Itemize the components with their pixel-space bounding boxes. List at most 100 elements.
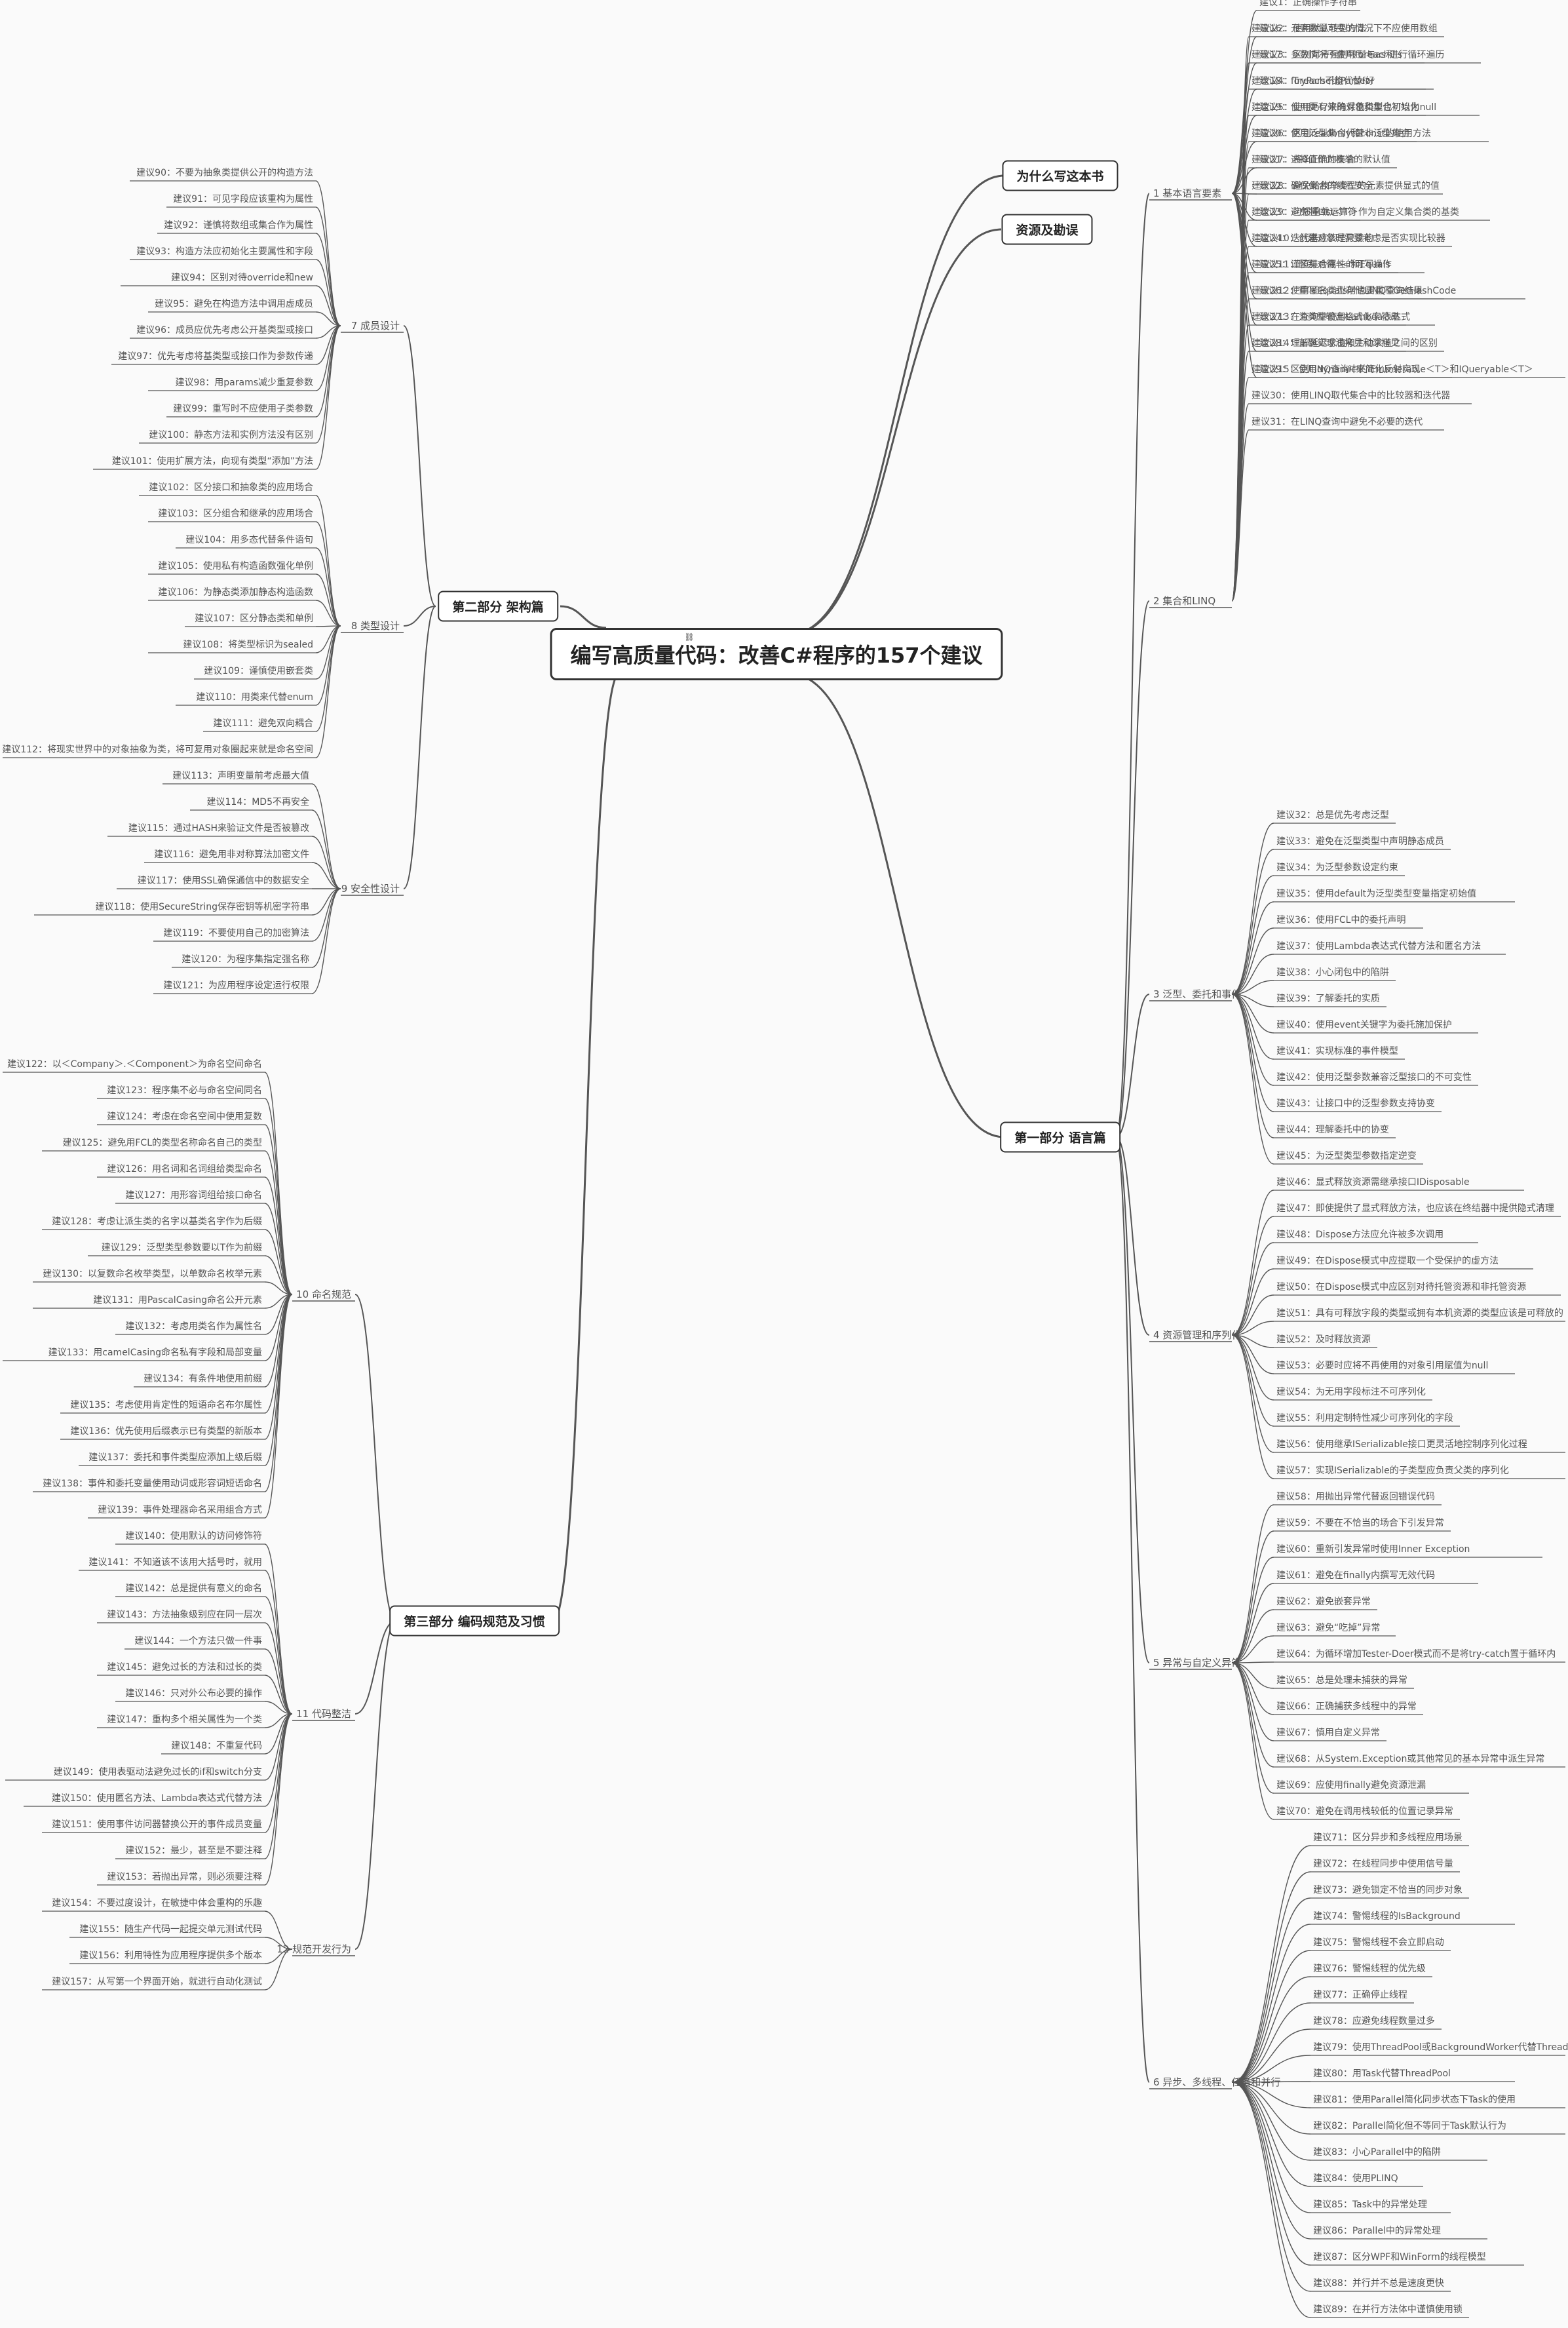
part-language[interactable]: 第一部分 语言篇 (1000, 1121, 1120, 1153)
advice-item[interactable]: 建议48：Dispose方法应允许被多次调用 (1276, 1230, 1444, 1240)
advice-item[interactable]: 建议30：使用LINQ取代集合中的比较器和迭代器 (1252, 391, 1451, 401)
topic-resources-errata[interactable]: 资源及勘误 (1001, 214, 1093, 245)
advice-item[interactable]: 建议9：习惯重载运算符 (1259, 207, 1357, 218)
advice-item[interactable]: 建议17：多数情况下使用foreach进行循环遍历 (1252, 50, 1445, 60)
advice-item[interactable]: 建议67：慎用自定义异常 (1276, 1728, 1380, 1738)
advice-item[interactable]: 建议147：重构多个相关属性为一个类 (107, 1715, 262, 1725)
chapter-topic[interactable]: 8 类型设计 (351, 620, 400, 632)
advice-item[interactable]: 建议71：区分异步和多线程应用场景 (1313, 1833, 1463, 1843)
chapter-topic[interactable]: 10 命名规范 (296, 1289, 351, 1300)
advice-item[interactable]: 建议156：利用特性为应用程序提供多个版本 (79, 1950, 262, 1961)
advice-item[interactable]: 建议40：使用event关键字为委托施加保护 (1276, 1020, 1452, 1030)
chapter-topic[interactable]: 2 集合和LINQ (1153, 595, 1216, 607)
advice-item[interactable]: 建议77：正确停止线程 (1313, 1990, 1407, 2000)
chapter-topic[interactable]: 4 资源管理和序列化 (1153, 1329, 1242, 1341)
advice-item[interactable]: 建议88：并行并不总是速度更快 (1313, 2278, 1444, 2289)
advice-item[interactable]: 建议36：使用FCL中的委托声明 (1276, 915, 1406, 925)
advice-item[interactable]: 建议142：总是提供有意义的命名 (125, 1583, 262, 1594)
advice-item[interactable]: 建议87：区分WPF和WinForm的线程模型 (1313, 2252, 1486, 2262)
advice-item[interactable]: 建议35：使用default为泛型类型变量指定初始值 (1276, 889, 1477, 899)
advice-item[interactable]: 建议155：随生产代码一起提交单元测试代码 (79, 1924, 262, 1935)
advice-item[interactable]: 建议80：用Task代替ThreadPool (1313, 2068, 1451, 2079)
advice-item[interactable]: 建议2：使用默认转型方法 (1259, 24, 1366, 34)
advice-item[interactable]: 建议15：使用dynamic来简化反射实现 (1259, 364, 1421, 375)
advice-item[interactable]: 建议104：用多态代替条件语句 (185, 535, 313, 545)
advice-item[interactable]: 建议107：区分静态类和单例 (195, 613, 313, 624)
advice-item[interactable]: 建议16：元素数量可变的情况下不应使用数组 (1252, 24, 1438, 34)
advice-item[interactable]: 建议12：重写Equals时也要重写GetHashCode (1259, 286, 1457, 296)
advice-item[interactable]: 建议50：在Dispose模式中应区别对待托管资源和非托管资源 (1276, 1282, 1527, 1292)
advice-item[interactable]: 建议57：实现ISerializable的子类型应负责父类的序列化 (1276, 1465, 1509, 1476)
advice-item[interactable]: 建议129：泛型类型参数要以T作为前缀 (101, 1243, 262, 1253)
advice-item[interactable]: 建议112：将现实世界中的对象抽象为类，将可复用对象圈起来就是命名空间 (2, 745, 313, 755)
advice-item[interactable]: 建议113：声明变量前考虑最大值 (172, 771, 309, 781)
advice-item[interactable]: 建议82：Parallel简化但不等同于Task默认行为 (1313, 2121, 1507, 2131)
advice-item[interactable]: 建议125：避免用FCL的类型名称命名自己的类型 (62, 1138, 262, 1148)
advice-item[interactable]: 建议4：TryParse比Parse好 (1259, 76, 1375, 87)
advice-item[interactable]: 建议74：警惕线程的IsBackground (1313, 1911, 1461, 1922)
chapter-topic[interactable]: 1 基本语言要素 (1153, 187, 1222, 199)
advice-item[interactable]: 建议133：用camelCasing命名私有字段和局部变量 (48, 1348, 262, 1358)
advice-item[interactable]: 建议73：避免锁定不恰当的同步对象 (1313, 1885, 1463, 1895)
advice-item[interactable]: 建议153：若抛出异常，则必须要注释 (107, 1872, 262, 1882)
chapter-topic[interactable]: 5 异常与自定义异常 (1153, 1657, 1242, 1669)
advice-item[interactable]: 建议137：委托和事件类型应添加上级后缀 (88, 1452, 262, 1463)
advice-item[interactable]: 建议60：重新引发异常时使用Inner Exception (1276, 1544, 1470, 1555)
advice-item[interactable]: 建议85：Task中的异常处理 (1313, 2200, 1428, 2210)
advice-item[interactable]: 建议83：小心Parallel中的陷阱 (1313, 2147, 1441, 2158)
advice-item[interactable]: 建议96：成员应优先考虑公开基类型或接口 (136, 325, 313, 336)
advice-item[interactable]: 建议58：用抛出异常代替返回错误代码 (1276, 1492, 1435, 1502)
advice-item[interactable]: 建议91：可见字段应该重构为属性 (173, 194, 313, 204)
advice-item[interactable]: 建议29：区别LINQ查询中的IEnumerable＜T＞和IQueryable… (1252, 364, 1533, 375)
advice-item[interactable]: 建议44：理解委托中的协变 (1276, 1125, 1389, 1135)
advice-item[interactable]: 建议105：使用私有构造函数强化单例 (158, 561, 313, 572)
advice-item[interactable]: 建议65：总是处理未捕获的异常 (1276, 1675, 1407, 1686)
advice-item[interactable]: 建议138：事件和委托变量使用动词或形容词短语命名 (43, 1479, 262, 1489)
advice-item[interactable]: 建议3：区别对待强制转型与as和is (1259, 50, 1402, 60)
advice-item[interactable]: 建议92：谨慎将数组或集合作为属性 (164, 220, 313, 231)
advice-item[interactable]: 建议49：在Dispose模式中应提取一个受保护的虚方法 (1276, 1256, 1499, 1266)
advice-item[interactable]: 建议84：使用PLINQ (1313, 2173, 1398, 2184)
advice-item[interactable]: 建议20：使用泛型集合代替非泛型集合 (1252, 128, 1410, 139)
advice-item[interactable]: 建议69：应使用finally避免资源泄漏 (1276, 1780, 1426, 1791)
advice-item[interactable]: 建议117：使用SSL确保通信中的数据安全 (137, 876, 309, 886)
advice-item[interactable]: 建议75：警惕线程不会立即启动 (1313, 1937, 1444, 1948)
advice-item[interactable]: 建议47：即使提供了显式释放方法，也应该在终结器中提供隐式清理 (1276, 1203, 1554, 1214)
advice-item[interactable]: 建议108：将类型标识为sealed (183, 640, 313, 650)
advice-item[interactable]: 建议102：区分接口和抽象类的应用场合 (149, 482, 313, 493)
advice-item[interactable]: 建议21：选择正确的集合 (1252, 155, 1355, 165)
advice-item[interactable]: 建议52：及时释放资源 (1276, 1334, 1371, 1345)
advice-item[interactable]: 建议70：避免在调用栈较低的位置记录异常 (1276, 1806, 1453, 1817)
advice-item[interactable]: 建议37：使用Lambda表达式代替方法和匿名方法 (1276, 941, 1482, 952)
advice-item[interactable]: 建议100：静态方法和实例方法没有区别 (149, 430, 313, 440)
advice-item[interactable]: 建议90：不要为抽象类提供公开的构造方法 (136, 168, 313, 178)
advice-item[interactable]: 建议14：正确实现浅拷贝和深拷贝 (1259, 338, 1400, 349)
advice-item[interactable]: 建议63：避免“吃掉”异常 (1276, 1623, 1381, 1633)
part-coding-conventions[interactable]: 第三部分 编码规范及习惯 (389, 1605, 560, 1637)
advice-item[interactable]: 建议62：避免嵌套异常 (1276, 1597, 1371, 1607)
advice-item[interactable]: 建议31：在LINQ查询中避免不必要的迭代 (1252, 417, 1423, 427)
advice-item[interactable]: 建议134：有条件地使用前缀 (143, 1374, 262, 1384)
chapter-topic[interactable]: 6 异步、多线程、任务和并行 (1153, 2076, 1281, 2088)
advice-item[interactable]: 建议141：不知道该不该用大括号时，就用 (88, 1557, 262, 1568)
advice-item[interactable]: 建议38：小心闭包中的陷阱 (1276, 967, 1389, 978)
advice-item[interactable]: 建议128：考虑让派生类的名字以基类名字作为后缀 (52, 1216, 262, 1227)
topic-why-write-book[interactable]: 为什么写这本书 (1002, 160, 1119, 191)
advice-item[interactable]: 建议101：使用扩展方法，向现有类型“添加”方法 (111, 456, 313, 467)
advice-item[interactable]: 建议139：事件处理器命名采用组合方式 (98, 1505, 262, 1515)
advice-item[interactable]: 建议126：用名词和名词组给类型命名 (107, 1164, 262, 1174)
advice-item[interactable]: 建议81：使用Parallel简化同步状态下Task的使用 (1313, 2095, 1516, 2105)
advice-item[interactable]: 建议10：创建对象时需要考虑是否实现比较器 (1259, 233, 1445, 244)
advice-item[interactable]: 建议106：为静态类添加静态构造函数 (158, 587, 313, 598)
advice-item[interactable]: 建议120：为程序集指定强名称 (182, 954, 309, 965)
advice-item[interactable]: 建议114：MD5不再安全 (206, 797, 310, 807)
advice-item[interactable]: 建议68：从System.Exception或其他常见的基本异常中派生异常 (1276, 1754, 1545, 1764)
advice-item[interactable]: 建议110：用类来代替enum (196, 692, 313, 703)
advice-item[interactable]: 建议109：谨慎使用嵌套类 (204, 666, 313, 676)
advice-item[interactable]: 建议24：迭代器应该是只读的 (1252, 233, 1373, 244)
advice-item[interactable]: 建议76：警惕线程的优先级 (1313, 1964, 1426, 1974)
advice-item[interactable]: 建议111：避免双向耦合 (213, 718, 313, 729)
advice-item[interactable]: 建议116：避免用非对称算法加密文件 (154, 849, 309, 860)
advice-item[interactable]: 建议154：不要过度设计，在敏捷中体会重构的乐趣 (52, 1898, 262, 1909)
advice-item[interactable]: 建议8：避免给枚举类型的元素提供显式的值 (1259, 181, 1440, 191)
